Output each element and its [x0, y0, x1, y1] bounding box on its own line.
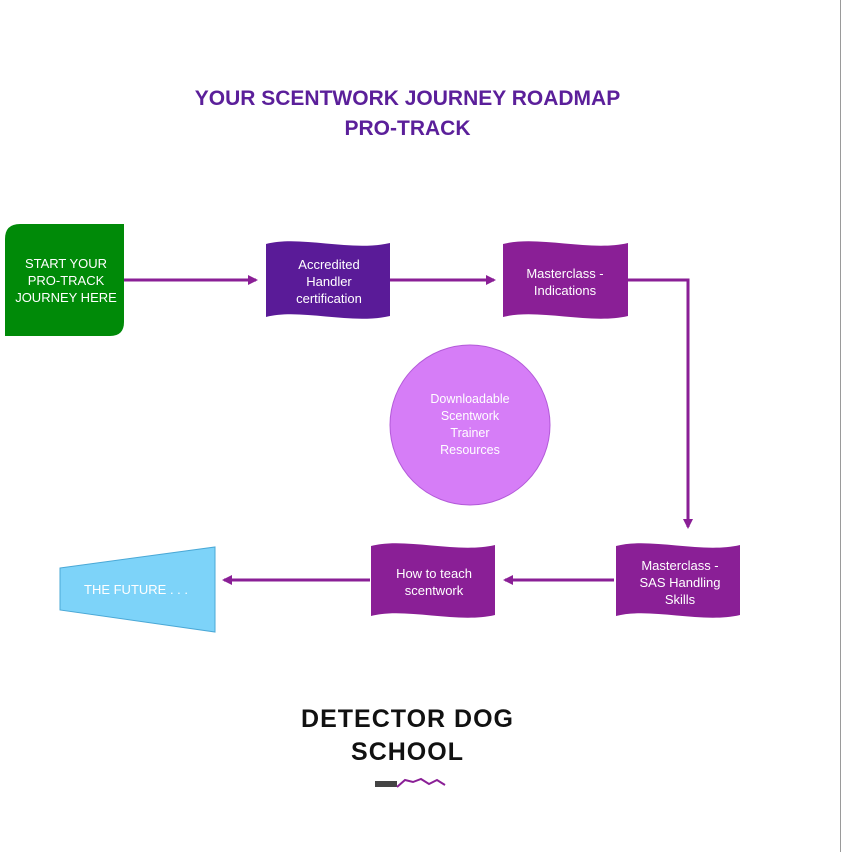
- roadmap-subtitle: PRO-TRACK: [344, 117, 471, 140]
- certification-node: Accredited Handler certification: [296, 256, 362, 306]
- indications-node: Masterclass - Indications: [526, 266, 604, 298]
- sas-node: Masterclass - SAS Handling Skills: [639, 557, 721, 607]
- dog-logo-icon: [375, 777, 446, 788]
- resources-node: Downloadable Scentwork Trainer Resources: [430, 392, 510, 457]
- school-logo-line1: DETECTOR DOG: [301, 705, 514, 733]
- certification-node-shape: [266, 241, 390, 319]
- teach-node-shape: [371, 543, 495, 618]
- future-node: THE FUTURE . . .: [84, 581, 188, 597]
- start-node: START YOUR PRO-TRACK JOURNEY HERE: [15, 255, 117, 305]
- start-node-shape: [5, 224, 124, 336]
- future-node-shape: [59, 546, 216, 633]
- teach-node: How to teach scentwork: [396, 566, 472, 598]
- roadmap-title: YOUR SCENTWORK JOURNEY ROADMAP: [194, 87, 621, 110]
- sas-node-shape: [616, 543, 740, 618]
- indications-node-shape: [503, 241, 628, 319]
- resources-node-shape: [389, 344, 551, 506]
- page-edge-divider: [840, 0, 841, 852]
- arrow-indications-to-sas: [628, 278, 693, 529]
- school-logo-line2: SCHOOL: [351, 738, 464, 766]
